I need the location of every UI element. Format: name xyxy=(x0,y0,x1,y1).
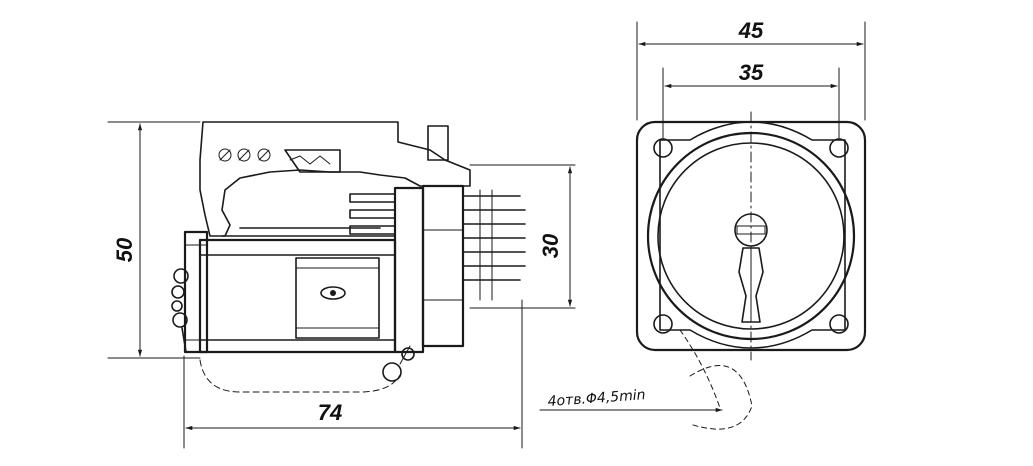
plug-envelope-dashed xyxy=(199,359,401,393)
rear-flange xyxy=(393,186,425,354)
dimension-length-label: 74 xyxy=(318,400,342,425)
dimension-holes-label: 35 xyxy=(739,60,764,85)
rear-flange-plate xyxy=(421,184,465,348)
alignment-mark-icon xyxy=(320,286,346,300)
dimension-width: 45 xyxy=(636,18,866,121)
plug-body xyxy=(198,238,397,354)
inner-cavity xyxy=(284,149,341,173)
dimension-holes: 35 xyxy=(662,60,840,139)
inner-spring xyxy=(289,155,331,165)
dimension-height-label: 50 xyxy=(112,237,137,262)
dimension-height: 50 xyxy=(107,121,201,359)
dimension-length: 74 xyxy=(183,299,523,449)
coupling-nut xyxy=(183,230,209,354)
hole-note: 4отв.Φ4,5min xyxy=(539,329,753,430)
front-view: 45 35 4отв.Φ4,5min xyxy=(539,18,867,430)
mounting-holes xyxy=(653,138,849,334)
front-inner-ring xyxy=(657,142,845,330)
contact-pins xyxy=(349,189,526,301)
dimension-flange-label: 30 xyxy=(538,233,563,258)
safety-chain xyxy=(171,268,415,382)
dimension-width-label: 45 xyxy=(738,18,764,43)
housing-section xyxy=(199,121,471,237)
side-view: 50 74 30 xyxy=(107,121,576,449)
housing-screws xyxy=(218,148,271,162)
dimension-flange: 30 xyxy=(469,164,576,309)
top-flange-tab xyxy=(427,125,449,161)
hole-note-label: 4отв.Φ4,5min xyxy=(547,387,646,410)
